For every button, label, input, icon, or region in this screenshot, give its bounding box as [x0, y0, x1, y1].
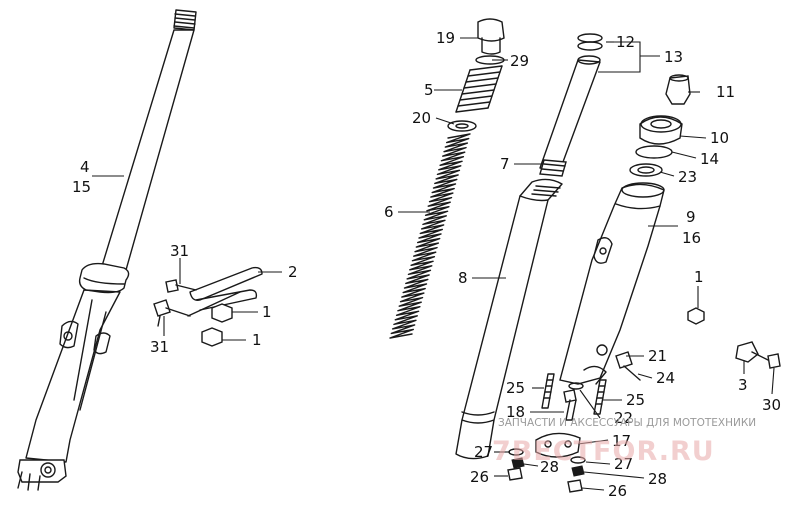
label-5: 5	[424, 81, 434, 99]
label-29: 29	[510, 52, 529, 70]
label-4: 4	[80, 158, 90, 176]
label-30: 30	[762, 396, 781, 414]
label-25-right: 25	[626, 391, 645, 409]
main-spring-6	[389, 133, 471, 339]
label-20: 20	[412, 109, 431, 127]
label-10: 10	[710, 129, 729, 147]
label-17: 17	[612, 432, 631, 450]
label-26-left: 26	[470, 468, 489, 486]
label-27-right: 27	[614, 455, 633, 473]
washer-23	[629, 163, 663, 177]
brake-hose-bracket-2	[187, 266, 263, 317]
nut-1-right	[687, 307, 705, 325]
fork-seal-10	[639, 115, 683, 145]
label-1-b: 1	[252, 331, 262, 349]
washers-27-28-26-left	[507, 448, 525, 481]
piston-rod-13	[539, 55, 601, 171]
callout-numbers: 4 15 31 2 1 31 1 19 29 5 20 6 12 13 11 1…	[72, 29, 781, 500]
oil-lock-piece-11	[665, 74, 691, 105]
inner-tube-8	[455, 178, 563, 460]
label-14: 14	[700, 150, 719, 168]
label-28-right: 28	[648, 470, 667, 488]
watermark-tagline: ЗАПЧАСТИ И АКСЕССУАРЫ ДЛЯ МОТОТЕХНИКИ	[498, 417, 756, 429]
washer-22	[568, 382, 584, 390]
label-7: 7	[500, 155, 510, 173]
watermark: ЗАПЧАСТИ И АКСЕССУАРЫ ДЛЯ МОТОТЕХНИКИ 7B…	[492, 417, 756, 467]
label-12: 12	[616, 33, 635, 51]
label-22: 22	[614, 409, 633, 427]
label-23: 23	[678, 168, 697, 186]
label-11: 11	[716, 83, 735, 101]
label-13: 13	[664, 48, 683, 66]
leader-lines	[92, 37, 775, 491]
label-27-left: 27	[474, 443, 493, 461]
label-6: 6	[384, 203, 394, 221]
left-fork-assembly	[17, 9, 197, 491]
label-25-left: 25	[506, 379, 525, 397]
washers-27-28-26-right	[567, 456, 586, 493]
bolt-31-lower	[153, 299, 191, 327]
watermark-logo: 7BECTFOR.RU	[492, 436, 715, 467]
socket-bolt-18	[563, 389, 577, 421]
fork-cap-bolt-19	[477, 18, 505, 55]
label-3: 3	[738, 376, 748, 394]
washer-20	[447, 120, 477, 132]
short-spring-5	[455, 65, 503, 113]
label-28-left: 28	[540, 458, 559, 476]
label-24: 24	[656, 369, 675, 387]
label-16: 16	[682, 229, 701, 247]
clip-14	[635, 145, 673, 159]
outer-slider-9	[559, 182, 665, 385]
label-8: 8	[458, 269, 468, 287]
nut-1-lower	[201, 327, 223, 347]
label-31-bottom: 31	[150, 338, 169, 356]
stud-25-left	[541, 373, 555, 409]
piston-ring-7	[539, 159, 567, 177]
axle-holder-17	[535, 432, 581, 458]
label-9: 9	[686, 208, 696, 226]
label-18: 18	[506, 403, 525, 421]
label-26-right: 26	[608, 482, 627, 500]
stud-25-right	[593, 379, 607, 415]
label-1-c: 1	[694, 268, 704, 286]
nut-1-upper	[211, 303, 233, 323]
label-19: 19	[436, 29, 455, 47]
label-2: 2	[288, 263, 298, 281]
label-21: 21	[648, 347, 667, 365]
label-1-a: 1	[262, 303, 272, 321]
bolt-31-upper	[165, 279, 197, 293]
axle-holder-3-30	[735, 341, 781, 369]
label-31-top: 31	[170, 242, 189, 260]
stopper-ring-12	[577, 33, 603, 51]
label-15: 15	[72, 178, 91, 196]
